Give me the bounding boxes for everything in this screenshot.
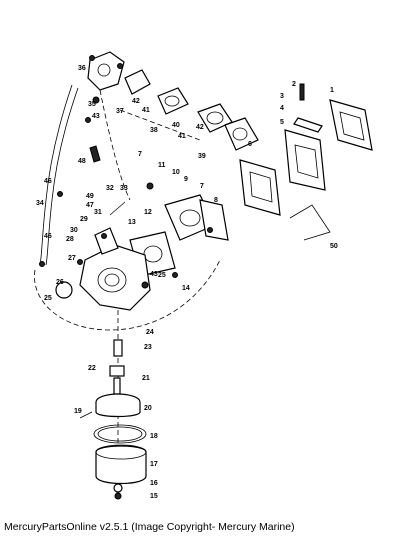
callout-20: 20 [144,405,152,412]
callout-32: 32 [106,185,114,192]
callout-25: 25 [158,272,166,279]
carburetor-body [55,227,151,311]
callout-43: 43 [150,271,158,278]
callout-22: 22 [88,365,96,372]
callout-2: 2 [292,81,296,88]
throttle-body [146,182,229,241]
callout-35: 35 [88,101,96,108]
callout-31: 31 [94,209,102,216]
choke-link-rod [289,204,331,241]
callout-40: 40 [172,122,180,129]
callout-28: 28 [66,236,74,243]
callout-6: 6 [248,141,252,148]
image-caption: MercuryPartsOnline v2.5.1 (Image Copyrig… [4,521,295,533]
callout-36: 36 [78,65,86,72]
callout-46: 46 [44,178,52,185]
callout-48: 48 [78,158,86,165]
callout-17: 17 [150,461,158,468]
callout-49: 49 [86,193,94,200]
top-fuel-fitting [87,51,125,91]
callout-15: 15 [150,493,158,500]
callout-12: 12 [144,209,152,216]
callout-8: 8 [214,197,218,204]
callout-41: 41 [178,133,186,140]
callout-9: 9 [184,176,188,183]
assembly-dash-line [34,259,221,331]
callout-10: 10 [172,169,180,176]
callout-33: 33 [120,185,128,192]
callout-19: 19 [74,408,82,415]
callout-5: 5 [280,119,284,126]
callout-43: 43 [92,113,100,120]
callout-34: 34 [36,200,44,207]
callout-13: 13 [128,219,136,226]
callout-42: 42 [196,124,204,131]
callout-38: 38 [150,127,158,134]
callout-14: 14 [182,285,190,292]
float-bowl-stack [79,310,147,500]
callout-42: 42 [132,98,140,105]
callout-21: 21 [142,375,150,382]
callout-16: 16 [150,480,158,487]
callout-24: 24 [146,329,154,336]
callout-7: 7 [138,151,142,158]
callout-4: 4 [280,105,284,112]
intake-manifold [239,83,373,216]
callout-50: 50 [330,243,338,250]
carburetor-exploded-diagram: 3623145374241354338404142396487111046339… [34,51,373,500]
callout-47: 47 [86,202,94,209]
small-hardware [39,96,178,278]
callout-1: 1 [330,87,334,94]
callout-3: 3 [280,93,284,100]
callout-18: 18 [150,433,158,440]
callout-41: 41 [142,107,150,114]
reed-plate-gaskets [124,69,259,151]
callout-26: 26 [56,279,64,286]
callout-labels: 3623145374241354338404142396487111046339… [36,65,338,500]
callout-30: 30 [70,227,78,234]
callout-29: 29 [80,216,88,223]
callout-11: 11 [158,162,166,169]
callout-37: 37 [116,108,124,115]
callout-39: 39 [198,153,206,160]
callout-27: 27 [68,255,76,262]
fuel-hose [39,84,73,266]
callout-25: 25 [44,295,52,302]
callout-7: 7 [200,183,204,190]
callout-46: 46 [44,233,52,240]
callout-23: 23 [144,344,152,351]
